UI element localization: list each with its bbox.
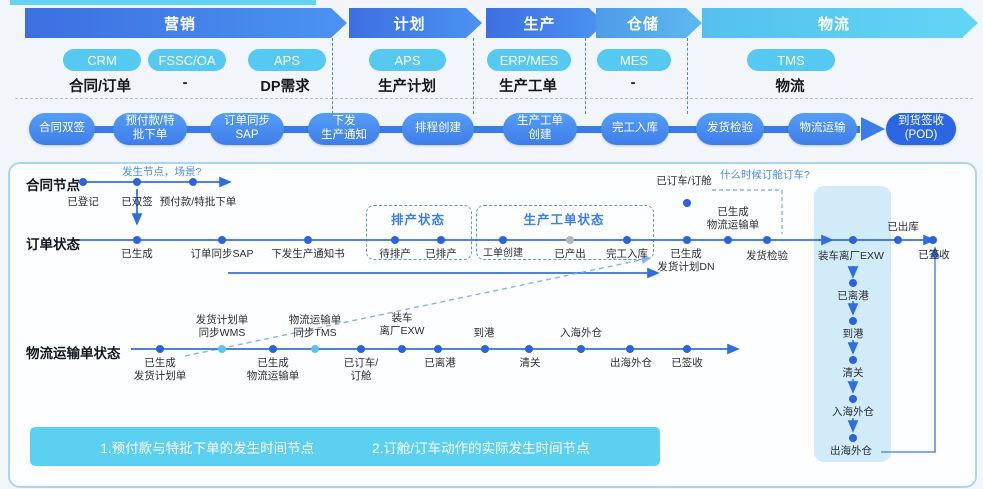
step-finish-instock: 完工入库 [601, 113, 669, 145]
node-label: 预付款/特批下单 [159, 196, 237, 208]
stage-label: 计划 [393, 15, 426, 33]
step-contract-sign: 合同双签 [29, 113, 95, 145]
chain-label: 清关 [842, 367, 864, 379]
node-label: 已订车/订舱 [656, 175, 712, 187]
stage-banner-planning: 计划 [349, 8, 482, 38]
overseas-chain-highlight [814, 186, 891, 462]
object-contract-order: 合同/订单 [68, 79, 132, 95]
node-label: 物流运输单 同步TMS [288, 314, 342, 340]
chain-label: 出海外仓 [830, 445, 872, 457]
system-pill-aps1: APS [248, 49, 326, 71]
step-transport: 物流运输 [788, 113, 857, 145]
annotation-booking-question: 什么时候订舱订车? [720, 169, 810, 181]
chain-label: 已离港 [837, 290, 869, 302]
object-dp-demand: DP需求 [260, 79, 310, 95]
divider-dashed [15, 98, 973, 99]
node-label: 出海外仓 [610, 357, 652, 369]
stage-label: 营销 [163, 15, 196, 33]
row-label-order: 订单状态 [26, 237, 80, 252]
step-prepay: 预付款/特 批下单 [113, 113, 187, 145]
node-label: 装车离厂EXW [818, 250, 884, 262]
node-label: 已出库 [887, 221, 919, 233]
note-item-1: 1.预付款与特批下单的发生时间节点 [100, 440, 315, 456]
stage-label: 生产 [523, 15, 556, 33]
node-label: 发货计划单 同步WMS [195, 314, 249, 340]
node-label: 发货检验 [746, 250, 788, 262]
step-schedule-create: 排程创建 [402, 113, 474, 145]
node-label: 已生成 [121, 248, 153, 260]
section-separator [473, 38, 474, 114]
section-separator [332, 38, 333, 114]
node-label: 订单同步SAP [190, 248, 254, 260]
stage-banner-marketing: 营销 [25, 8, 347, 38]
arrow-right-icon [861, 117, 885, 141]
node-label: 已签收 [671, 357, 703, 369]
node-label: 已订车/ 订舱 [343, 357, 379, 383]
top-accent-strip [10, 0, 316, 5]
node-label: 完工入库 [606, 248, 648, 260]
system-pill-fssc: FSSC/OA [148, 49, 226, 71]
node-label: 清关 [519, 357, 541, 369]
step-order-sync-sap: 订单同步 SAP [210, 113, 284, 145]
system-pill-aps2: APS [369, 49, 446, 71]
node-label: 工单创建 [483, 248, 523, 259]
stage-banner-production: 生产 [486, 8, 605, 38]
node-label: 下发生产通知书 [271, 248, 345, 260]
chain-label: 到港 [842, 328, 864, 340]
row-label-logistics: 物流运输单状态 [26, 346, 121, 361]
annotation-scene: 发生节点，场景? [122, 166, 202, 178]
node-label: 已生成 物流运输单 [246, 357, 300, 383]
workorder-status-title: 生产工单状态 [523, 213, 605, 227]
object-logistics: 物流 [775, 79, 805, 95]
system-pill-mes: MES [597, 49, 671, 71]
system-pill-erpmes: ERP/MES [487, 49, 571, 71]
node-label: 已生成 发货计划DN [657, 248, 715, 274]
chain-label: 入海外仓 [832, 406, 874, 418]
node-label: 到港 [473, 327, 495, 339]
section-separator [585, 38, 586, 114]
scheduling-status-title: 排产状态 [390, 213, 446, 227]
object-work-order: 生产工单 [499, 79, 557, 95]
node-label: 待排产 [379, 248, 411, 260]
notes-banner: 1.预付款与特批下单的发生时间节点 2.订舱/订车动作的实际发生时间节点 [30, 427, 660, 466]
object-dash-1: - [182, 75, 188, 91]
system-pill-tms: TMS [747, 49, 835, 71]
stage-banner-warehouse: 仓储 [596, 8, 702, 38]
node-label: 已生成 物流运输单 [706, 206, 760, 232]
node-label: 已生成 发货计划单 [133, 357, 187, 383]
node-label: 已签收 [918, 249, 950, 261]
node-label: 已双签 [121, 196, 153, 208]
object-dash-2: - [630, 75, 636, 91]
stage-banner-logistics: 物流 [702, 8, 978, 38]
system-pill-crm: CRM [63, 49, 141, 71]
node-label: 入海外仓 [560, 327, 602, 339]
node-label: 已登记 [67, 196, 99, 208]
step-workorder-create: 生产工单 创建 [503, 113, 577, 145]
object-prod-plan: 生产计划 [378, 79, 436, 95]
note-item-2: 2.订舱/订车动作的实际发生时间节点 [372, 440, 590, 456]
stage-label: 仓储 [626, 15, 659, 33]
step-pod: 到货签收 (POD) [886, 113, 956, 145]
stage-label: 物流 [817, 15, 850, 33]
node-label: 已离港 [424, 357, 456, 369]
node-label: 已产出 [554, 248, 586, 260]
section-separator [687, 38, 688, 114]
step-prod-notice: 下发 生产通知 [308, 113, 380, 145]
row-label-contract: 合同节点 [26, 178, 80, 193]
node-label: 装车 离厂EXW [379, 312, 425, 338]
step-ship-inspect: 发货检验 [696, 113, 764, 145]
node-label: 已排产 [425, 248, 457, 260]
